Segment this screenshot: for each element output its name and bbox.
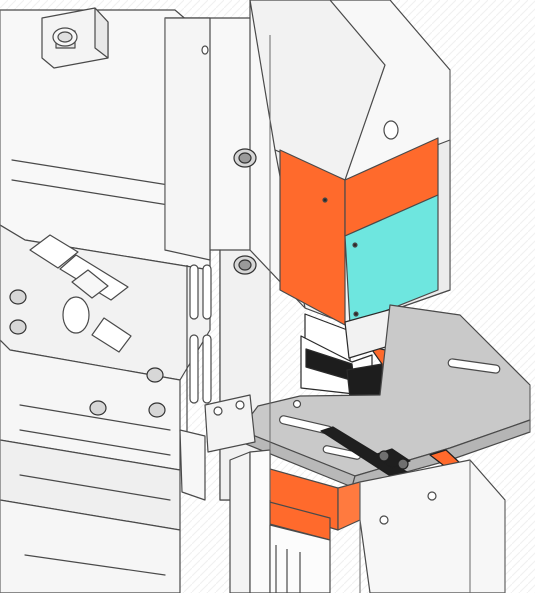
drawing-details	[0, 10, 531, 593]
left-recess	[29, 234, 132, 353]
fence-block	[320, 426, 461, 480]
control-box	[41, 7, 109, 69]
left-frame	[0, 9, 211, 593]
front-bracket	[179, 394, 256, 501]
side-fasteners	[9, 148, 257, 418]
lower-support	[229, 449, 506, 593]
center-column	[164, 17, 271, 501]
guard-plates	[279, 137, 439, 326]
